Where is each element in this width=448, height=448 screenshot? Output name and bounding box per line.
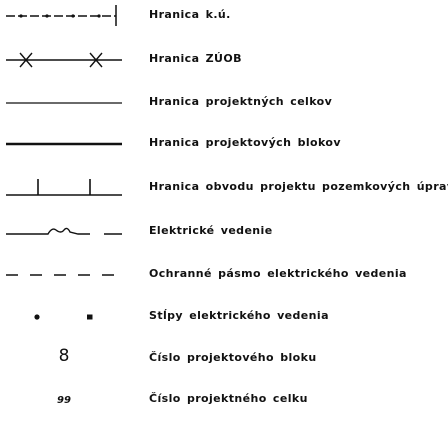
legend-row-power-line: Elektrické vedenie xyxy=(0,218,448,248)
power-poles-symbol xyxy=(6,303,122,333)
legend-label-power-poles: Stĺpy elektrického vedenia xyxy=(149,309,329,322)
project-perimeter-symbol xyxy=(6,174,122,204)
legend-label-project-perimeter: Hranica obvodu projektu pozemkových úpra… xyxy=(149,180,448,193)
legend-row-protection-zone: Ochranné pásmo elektrického vedenia xyxy=(0,261,448,291)
power-line-symbol xyxy=(6,218,122,248)
unit-number-symbol: 99 xyxy=(6,386,122,416)
block-number-sample: 8 xyxy=(58,346,70,366)
legend-label-power-line: Elektrické vedenie xyxy=(149,224,273,237)
protection-zone-symbol xyxy=(6,261,122,291)
legend-row-zuob-boundary: Hranica ZÚOB xyxy=(0,46,448,76)
legend-row-power-poles: Stĺpy elektrického vedenia xyxy=(0,303,448,333)
legend-row-project-unit-boundary: Hranica projektných celkov xyxy=(0,89,448,119)
legend-label-zuob-boundary: Hranica ZÚOB xyxy=(149,52,242,65)
legend-row-block-number: 8 Číslo projektového bloku xyxy=(0,345,448,375)
legend-row-cadastral-boundary: Hranica k.ú. xyxy=(0,2,448,32)
legend-label-project-block-boundary: Hranica projektových blokov xyxy=(149,136,341,149)
zuob-boundary-symbol xyxy=(6,46,122,76)
block-number-symbol: 8 xyxy=(6,345,122,375)
legend-label-block-number: Číslo projektového bloku xyxy=(149,351,317,364)
legend-row-unit-number: 99 Číslo projektného celku xyxy=(0,386,448,416)
legend-row-project-perimeter: Hranica obvodu projektu pozemkových úpra… xyxy=(0,174,448,204)
project-block-boundary-symbol xyxy=(6,130,122,160)
unit-number-sample: 99 xyxy=(57,395,71,406)
project-unit-boundary-symbol xyxy=(6,89,122,119)
legend-label-cadastral-boundary: Hranica k.ú. xyxy=(149,8,231,21)
cadastral-boundary-symbol xyxy=(6,2,122,32)
legend-row-project-block-boundary: Hranica projektových blokov xyxy=(0,130,448,160)
legend-label-protection-zone: Ochranné pásmo elektrického vedenia xyxy=(149,267,407,280)
legend-label-project-unit-boundary: Hranica projektných celkov xyxy=(149,95,333,108)
legend-label-unit-number: Číslo projektného celku xyxy=(149,392,308,405)
